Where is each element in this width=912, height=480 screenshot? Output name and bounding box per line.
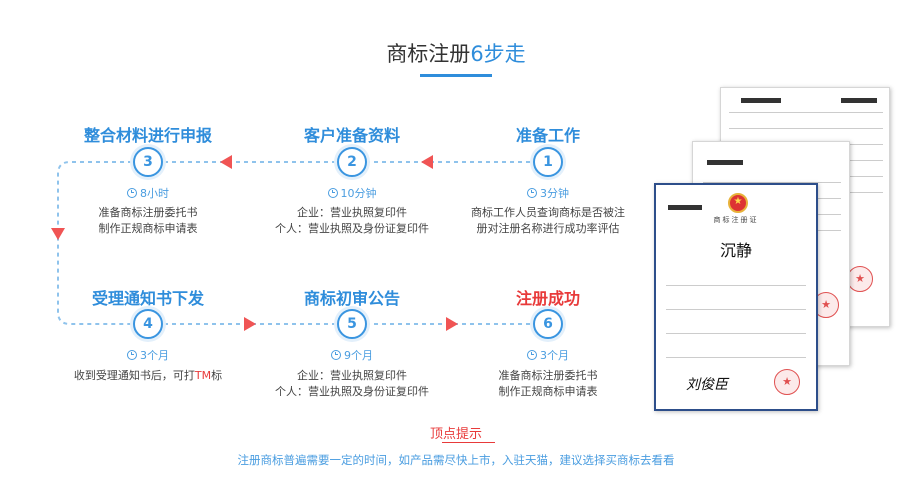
step-5-circle: 5: [337, 309, 367, 339]
step-1-desc-line-1: 商标工作人员查询商标是否被注: [471, 206, 625, 219]
step-5-time: 9个月: [277, 347, 427, 363]
clock-icon: [527, 188, 537, 198]
divider: [729, 112, 883, 113]
title-underline: [420, 74, 492, 77]
step-5-desc-line-1: 企业：营业执照复印件: [297, 369, 407, 382]
step-3-desc-line-2: 制作正规商标申请表: [98, 222, 198, 235]
signature: 刘俊臣: [686, 377, 728, 393]
title-prefix: 商标注册: [386, 42, 471, 66]
step-3-desc: 准备商标注册委托书制作正规商标申请表: [53, 205, 243, 237]
step-6-number: 6: [543, 316, 553, 332]
clock-icon: [127, 350, 137, 360]
clock-icon: [127, 188, 137, 198]
clock-icon: [327, 188, 338, 198]
step-2-time: 10分钟: [277, 185, 427, 201]
step-6-desc: 准备商标注册委托书制作正规商标申请表: [453, 368, 643, 400]
step-6-time: 3个月: [473, 347, 623, 363]
step-3-circle: 3: [133, 147, 163, 177]
divider: [666, 333, 806, 334]
arrow-down-left: [51, 228, 65, 240]
step-3-time-value: 8小时: [140, 187, 169, 200]
step-3-title: 整合材料进行申报: [83, 126, 212, 145]
step-3-number: 3: [143, 154, 153, 170]
tips-text: 注册商标普遍需要一定的时间，如产品需尽快上市，入驻天猫，建议选择买商标去看看: [237, 453, 675, 467]
step-2-desc: 企业：营业执照复印件个人：营业执照及身份证复印件: [257, 205, 447, 237]
step-4-desc-suffix: 标: [211, 369, 223, 382]
clock-icon: [331, 350, 341, 360]
step-3-desc-line-1: 准备商标注册委托书: [98, 206, 198, 219]
divider: [666, 357, 806, 358]
tm-mark: TM: [194, 369, 212, 382]
step-2-desc-line-2: 个人：营业执照及身份证复印件: [275, 222, 429, 235]
logo-bar: [707, 160, 743, 165]
clock-icon: [527, 350, 537, 360]
step-4-title: 受理通知书下发: [91, 289, 204, 308]
national-emblem-icon: [728, 193, 748, 213]
arrow-to-step-6: [446, 317, 458, 331]
logo-bar: [741, 98, 781, 103]
step-1-number: 1: [543, 154, 553, 170]
logo-bar: [668, 205, 702, 210]
step-4-time: 3个月: [73, 347, 223, 363]
certificate-trademark-name: 沉静: [719, 241, 752, 260]
step-4-number: 4: [143, 316, 153, 332]
step-5-desc-line-2: 个人：营业执照及身份证复印件: [275, 385, 429, 398]
arrow-to-step-5: [244, 317, 256, 331]
step-2-title: 客户准备资料: [303, 126, 400, 145]
step-1-time: 3分钟: [473, 185, 623, 201]
arrow-to-step-3: [220, 155, 232, 169]
step-4-circle: 4: [133, 309, 163, 339]
step-2-time-value: 10分钟: [340, 187, 377, 200]
tips-underline: [442, 442, 495, 443]
step-4-desc: 收到受理通知书后，可打TM标: [53, 368, 243, 384]
step-6-time-value: 3个月: [540, 349, 569, 362]
flow-line-3-4: [57, 161, 132, 325]
step-4-desc-text: 收到受理通知书后，可打: [73, 369, 195, 382]
step-6-circle: 6: [533, 309, 563, 339]
logo-bar: [841, 98, 877, 103]
step-4-desc-line-1: 收到受理通知书后，可打TM标: [53, 368, 243, 384]
step-6-desc-line-2: 制作正规商标申请表: [498, 385, 598, 398]
step-2-desc-line-1: 企业：营业执照复印件: [297, 206, 407, 219]
divider: [666, 309, 806, 310]
step-2-circle: 2: [337, 147, 367, 177]
step-2-number: 2: [347, 154, 357, 170]
divider: [666, 285, 806, 286]
official-seal: [847, 266, 873, 292]
step-5-desc: 企业：营业执照复印件个人：营业执照及身份证复印件: [257, 368, 447, 400]
step-1-title: 准备工作: [515, 126, 580, 145]
step-1-desc-line-2: 册对注册名称进行成功率评估: [476, 222, 620, 235]
step-4-time-value: 3个月: [140, 349, 169, 362]
arrow-to-step-2: [421, 155, 433, 169]
step-6-title: 注册成功: [515, 289, 580, 308]
step-5-number: 5: [347, 316, 357, 332]
page-title: 商标注册6步走: [0, 38, 912, 68]
step-5-time-value: 9个月: [344, 349, 373, 362]
step-3-time: 8小时: [73, 185, 223, 201]
step-1-desc: 商标工作人员查询商标是否被注册对注册名称进行成功率评估: [453, 205, 643, 237]
step-6-desc-line-1: 准备商标注册委托书: [498, 369, 598, 382]
step-5-title: 商标初审公告: [303, 289, 400, 308]
official-seal: [774, 369, 800, 395]
certificate-front: 商标注册证 沉静 刘俊臣: [654, 183, 818, 411]
title-highlight: 6步走: [470, 42, 526, 66]
certificate-subtitle: 商标注册证: [713, 216, 759, 224]
step-1-circle: 1: [533, 147, 563, 177]
divider: [729, 128, 883, 129]
tips-title: 顶点提示: [429, 427, 482, 442]
divider: [703, 182, 841, 183]
step-1-time-value: 3分钟: [540, 187, 569, 200]
